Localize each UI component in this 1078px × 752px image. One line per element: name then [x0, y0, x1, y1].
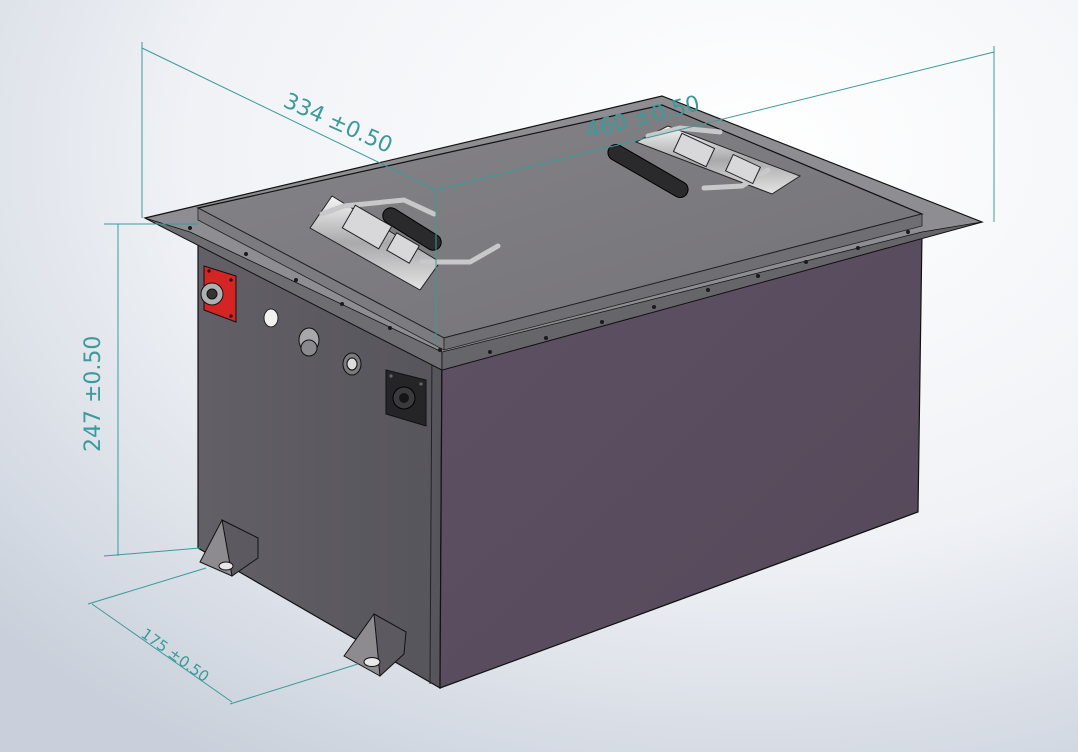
battery-box — [143, 95, 984, 690]
negative-terminal — [385, 369, 427, 427]
mounting-foot-right — [343, 613, 407, 678]
indicator-led — [263, 308, 279, 328]
positive-terminal — [200, 265, 237, 323]
box-edge — [429, 351, 433, 685]
height-dimension-label: 247 ±0.50 — [81, 336, 106, 452]
mounting-foot-left — [199, 519, 259, 577]
handle-right — [607, 125, 802, 198]
flange-underside-front — [441, 221, 983, 371]
handle-left — [309, 195, 501, 291]
flange-rivets — [188, 226, 910, 354]
cable-gland — [298, 327, 320, 357]
communication-port — [342, 352, 362, 376]
lid-edge-front — [443, 213, 923, 351]
dimension-lines — [87, 42, 995, 705]
